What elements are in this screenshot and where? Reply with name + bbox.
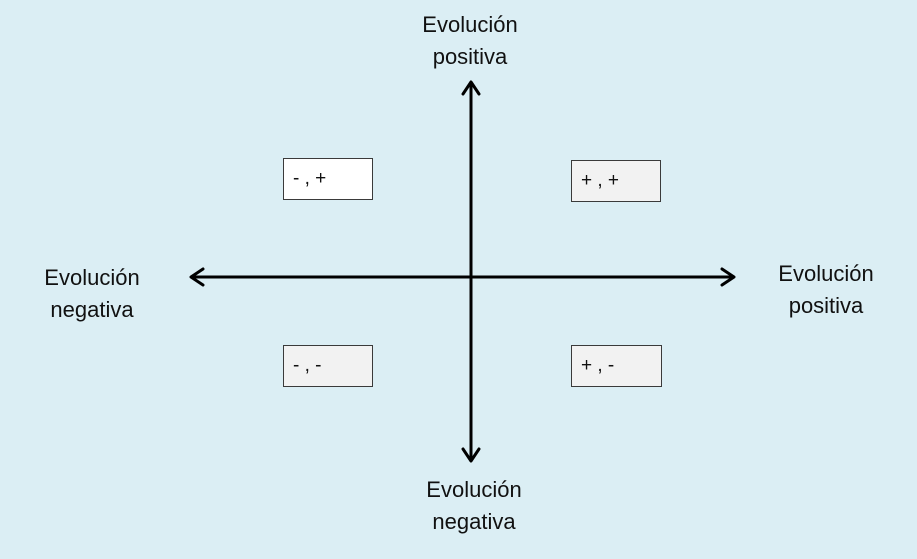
axis-label-left-line1: Evolución	[44, 265, 140, 290]
axis-label-bottom-line1: Evolución	[426, 477, 522, 502]
axis-label-right-line1: Evolución	[778, 261, 874, 286]
axis-label-left-line2: negativa	[50, 297, 134, 322]
quadrant-box-bottom-right: + , -	[571, 345, 662, 387]
quadrant-box-top-left: - , +	[283, 158, 373, 200]
quadrant-box-bottom-left: - , -	[283, 345, 373, 387]
axis-label-left: Evolución negativa	[20, 262, 164, 326]
arrow-right-icon	[720, 267, 736, 287]
axis-label-top-line1: Evolución	[422, 12, 518, 37]
axis-label-bottom: Evolución negativa	[398, 474, 550, 538]
arrow-left-icon	[189, 267, 205, 287]
arrow-down-icon	[461, 447, 481, 463]
axis-label-top: Evolución positiva	[395, 9, 545, 73]
axis-label-right: Evolución positiva	[753, 258, 899, 322]
axis-label-bottom-line2: negativa	[432, 509, 516, 534]
quadrant-box-top-right: + , +	[571, 160, 661, 202]
arrow-up-icon	[461, 80, 481, 96]
axis-label-top-line2: positiva	[432, 44, 508, 69]
axis-label-right-line2: positiva	[788, 293, 864, 318]
